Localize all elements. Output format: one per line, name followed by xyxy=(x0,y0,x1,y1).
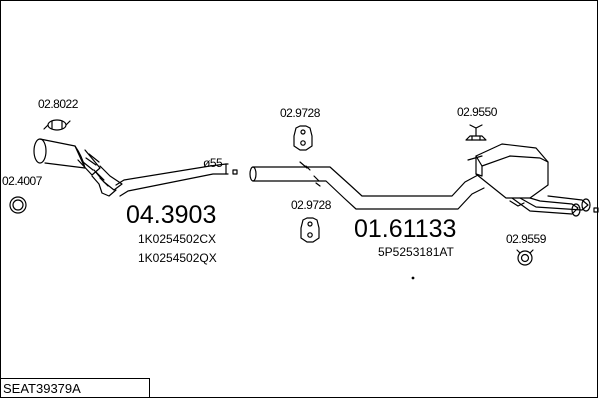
clamp-icon xyxy=(43,119,71,131)
diagram-title: SEAT39379A xyxy=(3,381,81,396)
front-pipe-icon xyxy=(115,163,238,197)
gasket-icon xyxy=(9,196,27,214)
rubber-mount-icon xyxy=(465,124,487,141)
rubber-hanger-icon xyxy=(300,217,320,243)
front-pipe-ref: 1K0254502CX xyxy=(138,232,217,246)
rear-section-number: 01.61133 xyxy=(354,215,457,243)
clamp-part-number: 02.8022 xyxy=(38,97,78,111)
pipe-diameter-label: ø55 xyxy=(203,156,223,170)
gasket-part-number: 02.4007 xyxy=(2,174,42,188)
mount-part-number: 02.9550 xyxy=(457,105,497,119)
rubber-hanger-icon xyxy=(293,125,313,151)
rear-silencer-icon xyxy=(249,143,599,217)
title-box: SEAT39379A xyxy=(0,378,150,398)
rear-section-ref: 5P5253181AT xyxy=(378,245,454,259)
catalytic-converter-icon xyxy=(33,138,123,197)
hanger-bottom-part-number: 02.9728 xyxy=(291,198,331,212)
front-pipe-ref: 1K0254502QX xyxy=(138,251,217,265)
rubber-ring-icon xyxy=(516,249,534,266)
front-pipe-number: 04.3903 xyxy=(126,201,217,229)
ring-part-number: 02.9559 xyxy=(506,232,546,246)
hanger-top-part-number: 02.9728 xyxy=(280,106,320,120)
